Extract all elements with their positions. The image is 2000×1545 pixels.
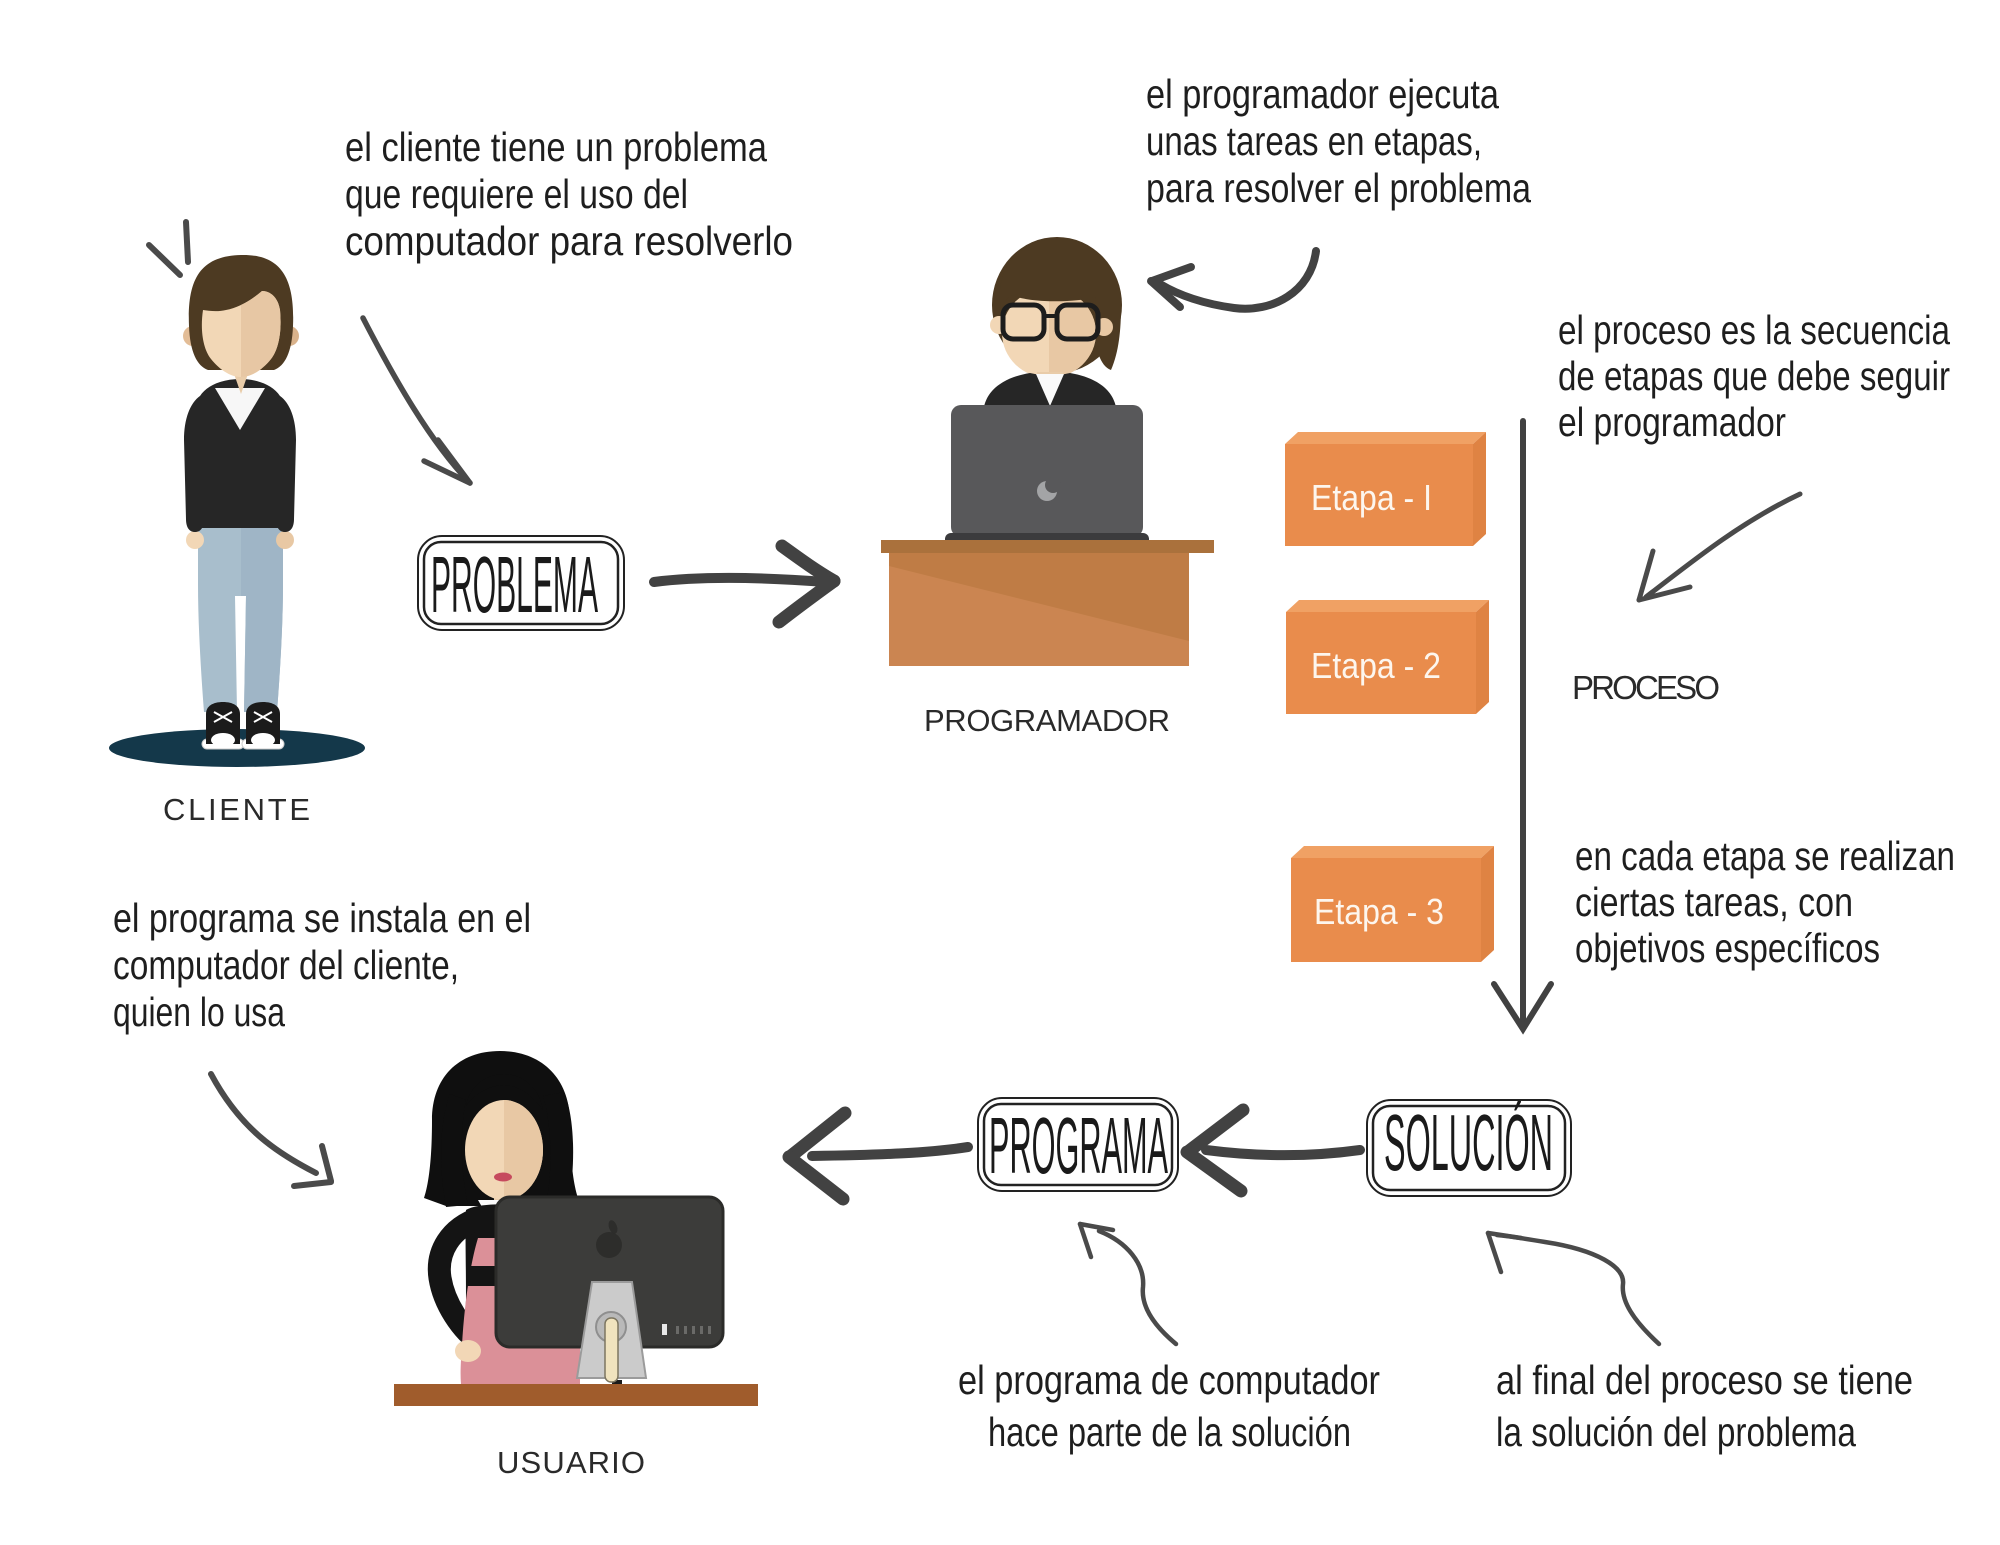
svg-text:para resolver el problema: para resolver el problema: [1146, 165, 1531, 211]
svg-text:el programador ejecuta: el programador ejecuta: [1146, 71, 1499, 117]
svg-text:computador para resolverlo: computador para resolverlo: [345, 218, 793, 264]
svg-text:de etapas que debe seguir: de etapas que debe seguir: [1558, 353, 1950, 399]
svg-text:el proceso es la secuencia: el proceso es la secuencia: [1558, 307, 1950, 353]
svg-text:SOLUCIÓN: SOLUCIÓN: [1384, 1098, 1553, 1187]
svg-text:el programa de computador: el programa de computador: [958, 1357, 1380, 1403]
svg-text:quien lo usa: quien lo usa: [113, 989, 285, 1035]
svg-text:en cada etapa se realizan: en cada etapa se realizan: [1575, 833, 1955, 879]
svg-text:PROBLEMA: PROBLEMA: [431, 540, 598, 629]
svg-text:PROCESO: PROCESO: [1572, 669, 1720, 706]
svg-text:hace parte de la solución: hace parte de la solución: [988, 1409, 1351, 1455]
svg-text:PROGRAMADOR: PROGRAMADOR: [924, 703, 1170, 738]
svg-text:USUARIO: USUARIO: [497, 1445, 645, 1480]
svg-text:objetivos específicos: objetivos específicos: [1575, 925, 1880, 971]
svg-text:el programa se instala en el: el programa se instala en el: [113, 895, 531, 941]
svg-text:PROGRAMA: PROGRAMA: [989, 1101, 1168, 1190]
svg-text:computador del cliente,: computador del cliente,: [113, 942, 459, 988]
svg-text:CLIENTE: CLIENTE: [163, 792, 310, 827]
svg-text:Etapa - I: Etapa - I: [1311, 477, 1432, 518]
svg-text:unas tareas en etapas,: unas tareas en etapas,: [1146, 118, 1482, 164]
svg-text:el programador: el programador: [1558, 399, 1786, 445]
svg-text:al final del proceso se tiene: al final del proceso se tiene: [1496, 1357, 1913, 1403]
svg-text:ciertas tareas, con: ciertas tareas, con: [1575, 879, 1853, 925]
svg-text:Etapa - 2: Etapa - 2: [1311, 645, 1441, 686]
svg-text:que requiere el uso del: que requiere el uso del: [345, 171, 688, 217]
svg-text:Etapa - 3: Etapa - 3: [1314, 891, 1444, 932]
svg-text:la solución del problema: la solución del problema: [1496, 1409, 1856, 1455]
svg-text:el cliente tiene un problema: el cliente tiene un problema: [345, 124, 767, 170]
